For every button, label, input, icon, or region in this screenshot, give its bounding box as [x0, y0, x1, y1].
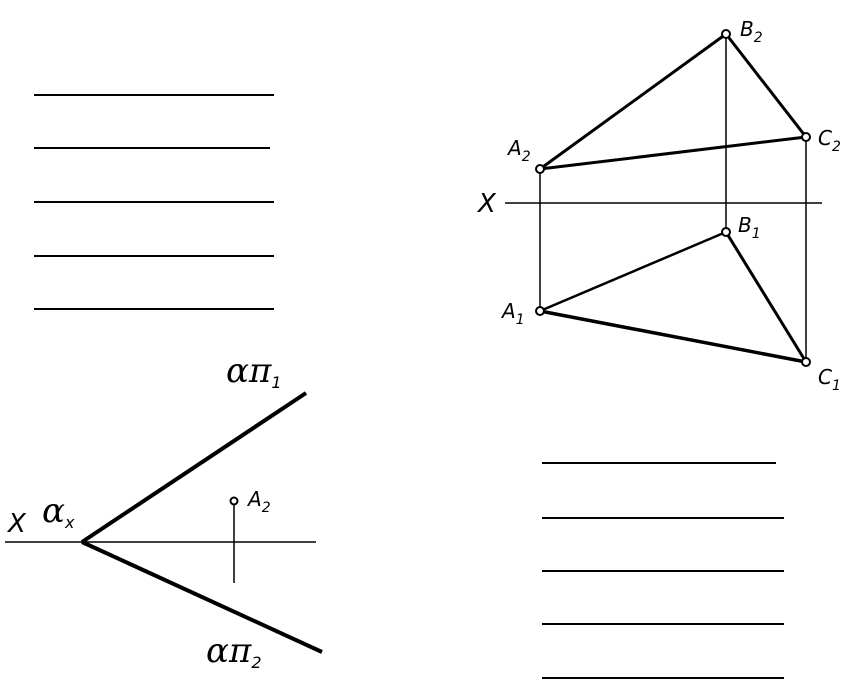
- edge-a1-c1: [539, 309, 807, 364]
- label-alpha-pi2: απ2: [206, 631, 262, 672]
- label-b2: B2: [740, 17, 763, 46]
- label-alpha-x: αx: [42, 491, 75, 532]
- point-a1: [535, 306, 545, 316]
- point-a2: [535, 164, 545, 174]
- label-alpha-pi1: απ1: [226, 351, 282, 392]
- right-blank-lines: [542, 462, 784, 679]
- x-axis-label: X: [476, 189, 497, 219]
- label-a2: A2: [506, 136, 531, 165]
- edge-a2-b2: [539, 32, 727, 171]
- edge-a1-b1: [539, 230, 727, 313]
- label-c2: C2: [818, 126, 841, 155]
- trace-alpha-pi2: [81, 540, 323, 654]
- label-c1: C1: [818, 365, 841, 394]
- edge-b1-c1: [724, 231, 808, 363]
- edge-b2-c2: [724, 33, 808, 138]
- label-a1: A1: [500, 299, 525, 328]
- trace-alpha-pi1: [80, 391, 308, 544]
- x-axis-label-bottom: X: [6, 509, 27, 539]
- plane-traces-drawing: X A2 αx απ1 απ2: [5, 351, 323, 672]
- label-b1: B1: [738, 213, 761, 242]
- projection-drawing: X A2 B2 C2 A1 B1 C1: [476, 17, 841, 394]
- point-c2: [801, 132, 811, 142]
- label-a2-bottom: A2: [246, 487, 271, 516]
- point-b2: [721, 29, 731, 39]
- edge-a2-c2: [539, 135, 807, 171]
- point-a2-bottom: [229, 496, 239, 506]
- point-c1: [801, 357, 811, 367]
- left-blank-lines: [34, 94, 274, 310]
- point-b1: [721, 227, 731, 237]
